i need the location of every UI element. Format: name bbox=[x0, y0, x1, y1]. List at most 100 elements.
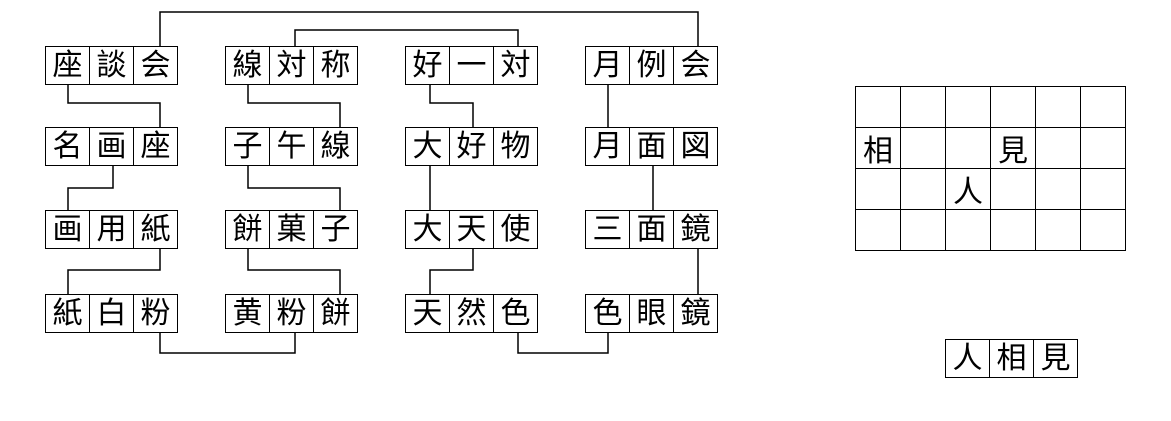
connector-line bbox=[294, 29, 519, 46]
word-cell: 用 bbox=[89, 210, 134, 249]
grid-cell bbox=[1036, 87, 1081, 128]
grid-cell: 相 bbox=[856, 128, 901, 169]
answer-cell: 見 bbox=[1033, 339, 1078, 378]
word-cell: 鏡 bbox=[673, 294, 718, 333]
word-box: 三面鏡 bbox=[585, 210, 718, 249]
word-cell: 対 bbox=[269, 46, 314, 85]
word-box: 座談会 bbox=[45, 46, 178, 85]
connector-line bbox=[67, 85, 161, 127]
word-cell: 午 bbox=[269, 127, 314, 166]
word-cell: 対 bbox=[493, 46, 538, 85]
word-box: 月例会 bbox=[585, 46, 718, 85]
word-cell: 座 bbox=[45, 46, 90, 85]
grid-cell bbox=[1036, 169, 1081, 210]
word-cell: 会 bbox=[133, 46, 178, 85]
word-cell: 色 bbox=[493, 294, 538, 333]
grid-cell: 見 bbox=[991, 128, 1036, 169]
word-cell: 好 bbox=[449, 127, 494, 166]
word-cell: 称 bbox=[313, 46, 358, 85]
grid-cell bbox=[1081, 210, 1126, 251]
word-cell: 画 bbox=[89, 127, 134, 166]
grid-cell bbox=[1081, 169, 1126, 210]
grid-cell: 人 bbox=[946, 169, 991, 210]
word-cell: 子 bbox=[225, 127, 270, 166]
grid-cell bbox=[946, 128, 991, 169]
word-cell: 菓 bbox=[269, 210, 314, 249]
word-cell: 粉 bbox=[133, 294, 178, 333]
word-cell: 色 bbox=[585, 294, 630, 333]
word-cell: 鏡 bbox=[673, 210, 718, 249]
word-cell: 天 bbox=[405, 294, 450, 333]
answer-grid: 相 見人 bbox=[855, 86, 1126, 251]
word-cell: 面 bbox=[629, 210, 674, 249]
word-cell: 線 bbox=[225, 46, 270, 85]
word-box: 餅菓子 bbox=[225, 210, 358, 249]
word-cell: 紙 bbox=[133, 210, 178, 249]
grid-cell bbox=[1081, 128, 1126, 169]
word-cell: 眼 bbox=[629, 294, 674, 333]
word-cell: 天 bbox=[449, 210, 494, 249]
word-cell: 例 bbox=[629, 46, 674, 85]
word-cell: 子 bbox=[313, 210, 358, 249]
word-cell: 好 bbox=[405, 46, 450, 85]
word-cell: 粉 bbox=[269, 294, 314, 333]
grid-cell bbox=[856, 87, 901, 128]
grid-cell bbox=[856, 210, 901, 251]
word-cell: 紙 bbox=[45, 294, 90, 333]
word-cell: 白 bbox=[89, 294, 134, 333]
connector-line bbox=[429, 249, 474, 294]
word-box: 画用紙 bbox=[45, 210, 178, 249]
connector-line bbox=[429, 85, 474, 127]
grid-cell bbox=[991, 210, 1036, 251]
word-box: 名画座 bbox=[45, 127, 178, 166]
connector-line bbox=[247, 249, 341, 294]
word-cell: 名 bbox=[45, 127, 90, 166]
word-cell: 座 bbox=[133, 127, 178, 166]
connector-line bbox=[67, 249, 161, 294]
word-cell: 然 bbox=[449, 294, 494, 333]
grid-cell bbox=[901, 210, 946, 251]
word-cell: 画 bbox=[45, 210, 90, 249]
connector-line bbox=[247, 166, 341, 210]
word-cell: 談 bbox=[89, 46, 134, 85]
word-cell: 物 bbox=[493, 127, 538, 166]
word-cell: 線 bbox=[313, 127, 358, 166]
grid-cell bbox=[901, 87, 946, 128]
grid-cell bbox=[1036, 128, 1081, 169]
answer-cell: 相 bbox=[989, 339, 1034, 378]
grid-cell bbox=[946, 87, 991, 128]
word-cell: 三 bbox=[585, 210, 630, 249]
word-cell: 餅 bbox=[225, 210, 270, 249]
word-cell: 月 bbox=[585, 127, 630, 166]
grid-cell bbox=[856, 169, 901, 210]
word-cell: 会 bbox=[673, 46, 718, 85]
word-cell: 図 bbox=[673, 127, 718, 166]
word-box: 紙白粉 bbox=[45, 294, 178, 333]
word-cell: 月 bbox=[585, 46, 630, 85]
word-cell: 使 bbox=[493, 210, 538, 249]
word-cell: 大 bbox=[405, 210, 450, 249]
grid-cell bbox=[901, 169, 946, 210]
word-cell: 餅 bbox=[313, 294, 358, 333]
grid-cell bbox=[1036, 210, 1081, 251]
grid-cell bbox=[901, 128, 946, 169]
grid-cell bbox=[991, 87, 1036, 128]
connector-line bbox=[247, 85, 341, 127]
word-box: 色眼鏡 bbox=[585, 294, 718, 333]
word-box: 大好物 bbox=[405, 127, 538, 166]
word-box: 天然色 bbox=[405, 294, 538, 333]
word-box: 好一対 bbox=[405, 46, 538, 85]
word-box: 月面図 bbox=[585, 127, 718, 166]
grid-cell bbox=[991, 169, 1036, 210]
word-cell: 大 bbox=[405, 127, 450, 166]
word-box: 線対称 bbox=[225, 46, 358, 85]
grid-cell bbox=[1081, 87, 1126, 128]
connector-line bbox=[159, 11, 699, 46]
connector-line bbox=[517, 333, 609, 354]
word-box: 子午線 bbox=[225, 127, 358, 166]
word-cell: 一 bbox=[449, 46, 494, 85]
word-box: 大天使 bbox=[405, 210, 538, 249]
grid-cell bbox=[946, 210, 991, 251]
word-box: 黄粉餅 bbox=[225, 294, 358, 333]
